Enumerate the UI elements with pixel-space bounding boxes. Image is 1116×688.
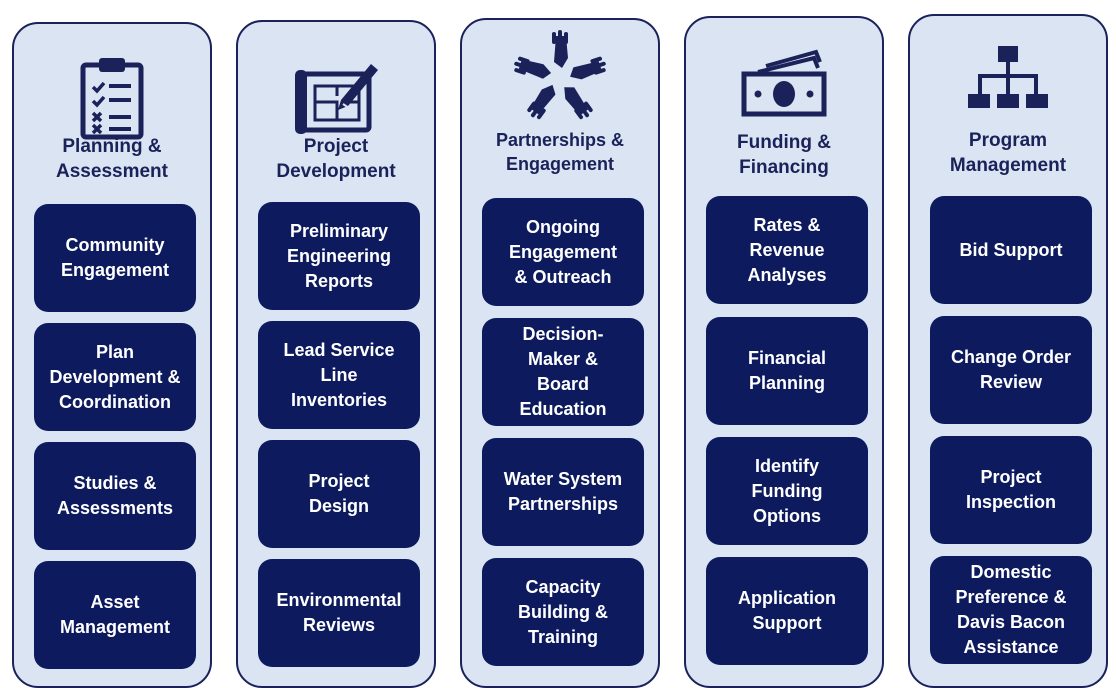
- card-line: Engagement: [508, 241, 618, 262]
- card-line: Bid Support: [959, 239, 1063, 260]
- card-line: Management: [59, 617, 171, 637]
- service-card: Environmental Reviews: [258, 559, 420, 667]
- service-card: Capacity Building & Training: [482, 558, 644, 666]
- clipboard-checklist-icon: [14, 50, 210, 146]
- service-card: Plan Development & Coordination: [34, 323, 196, 431]
- column-title-line: Planning &: [62, 136, 162, 157]
- service-card: Change Order Review: [930, 316, 1092, 424]
- card-line: Application: [738, 588, 836, 608]
- card-line: Support: [752, 613, 822, 633]
- card-line: Domestic: [970, 562, 1052, 582]
- column-title: Planning & Assessment: [20, 134, 204, 184]
- card-line: Capacity: [525, 576, 601, 597]
- card-line: Davis Bacon: [956, 612, 1066, 632]
- card-line: Inspection: [965, 492, 1056, 512]
- card-line: Engineering: [286, 245, 391, 266]
- card-line: Planning: [749, 373, 825, 393]
- service-card: Lead Service Line Inventories: [258, 321, 420, 429]
- service-card: Domestic Preference & Davis Bacon Assist…: [930, 556, 1092, 664]
- service-card: Preliminary Engineering Reports: [258, 202, 420, 310]
- card-line: Review: [979, 372, 1043, 392]
- card-line: Education: [519, 399, 607, 419]
- column-planning-assessment: Planning & Assessment Community Engageme…: [12, 22, 212, 688]
- column-title-line: Management: [949, 155, 1067, 176]
- card-line: Asset: [90, 592, 140, 612]
- card-line: Rates &: [753, 214, 821, 235]
- column-project-development: Project Development Preliminary Engineer…: [236, 20, 436, 688]
- card-line: Options: [752, 505, 821, 526]
- service-card: Asset Management: [34, 561, 196, 669]
- card-line: Studies &: [73, 473, 157, 493]
- card-line: Decision-: [522, 324, 604, 344]
- card-line: Water System: [503, 469, 623, 489]
- service-card: Financial Planning: [706, 317, 868, 425]
- card-line: Identify: [754, 455, 819, 476]
- card-line: Funding: [751, 480, 823, 501]
- card-line: Inventories: [290, 389, 387, 410]
- card-line: Project: [980, 467, 1042, 487]
- card-line: Lead Service: [283, 339, 395, 360]
- column-title: Partnerships & Engagement: [468, 128, 652, 176]
- service-card: Rates & Revenue Analyses: [706, 196, 868, 304]
- card-line: Maker &: [527, 349, 598, 369]
- card-line: Line: [320, 364, 358, 385]
- service-card: Project Design: [258, 440, 420, 548]
- column-title-line: Program: [968, 130, 1048, 151]
- column-title-line: Engagement: [505, 154, 615, 174]
- column-partnerships-engagement: Partnerships & Engagement Ongoing Engage…: [460, 18, 660, 688]
- card-line: Ongoing: [526, 216, 600, 237]
- card-line: Training: [527, 626, 598, 647]
- card-line: Preference &: [955, 587, 1067, 607]
- money-stack-icon: [686, 34, 882, 130]
- card-line: Financial: [747, 348, 827, 368]
- card-line: Change Order: [950, 347, 1072, 367]
- column-title: Program Management: [916, 128, 1100, 178]
- service-card: Decision- Maker & Board Education: [482, 318, 644, 426]
- service-card: Application Support: [706, 557, 868, 665]
- card-line: Board: [536, 374, 589, 394]
- card-line: Design: [308, 496, 369, 516]
- column-funding-financing: Funding & Financing Rates & Revenue Anal…: [684, 16, 884, 688]
- card-line: Partnerships: [507, 494, 619, 514]
- service-card: Ongoing Engagement & Outreach: [482, 198, 644, 306]
- service-card: Identify Funding Options: [706, 437, 868, 545]
- column-title-line: Assessment: [56, 161, 168, 182]
- card-line: Reviews: [302, 615, 376, 635]
- column-title-line: Funding &: [737, 132, 831, 153]
- card-line: Project: [308, 471, 370, 491]
- card-line: Engagement: [60, 260, 170, 280]
- card-line: Revenue: [749, 239, 825, 260]
- column-title-line: Development: [276, 161, 396, 182]
- card-line: Development &: [49, 366, 181, 387]
- card-line: Analyses: [747, 264, 827, 285]
- card-line: Preliminary: [289, 220, 389, 241]
- column-program-management: Program Management Bid Support Change Or…: [908, 14, 1108, 688]
- card-line: & Outreach: [514, 266, 612, 287]
- column-title: Project Development: [244, 134, 428, 184]
- column-title-line: Financing: [739, 157, 829, 178]
- service-card: Community Engagement: [34, 204, 196, 312]
- card-line: Building &: [518, 601, 608, 622]
- card-line: Environmental: [276, 590, 402, 610]
- org-chart-icon: [910, 30, 1106, 126]
- service-card: Water System Partnerships: [482, 438, 644, 546]
- service-card: Studies & Assessments: [34, 442, 196, 550]
- column-title-line: Partnerships &: [495, 130, 625, 150]
- service-card: Project Inspection: [930, 436, 1092, 544]
- joined-hands-icon: [462, 30, 658, 126]
- column-title: Funding & Financing: [692, 130, 876, 180]
- card-line: Assessments: [56, 498, 174, 518]
- card-line: Plan: [95, 341, 134, 362]
- card-line: Reports: [304, 270, 373, 291]
- card-line: Community: [65, 235, 165, 255]
- card-line: Coordination: [59, 391, 171, 412]
- service-card: Bid Support: [930, 196, 1092, 304]
- card-line: Assistance: [963, 637, 1059, 657]
- blueprint-pencil-icon: [238, 48, 434, 144]
- column-title-line: Project: [303, 136, 369, 157]
